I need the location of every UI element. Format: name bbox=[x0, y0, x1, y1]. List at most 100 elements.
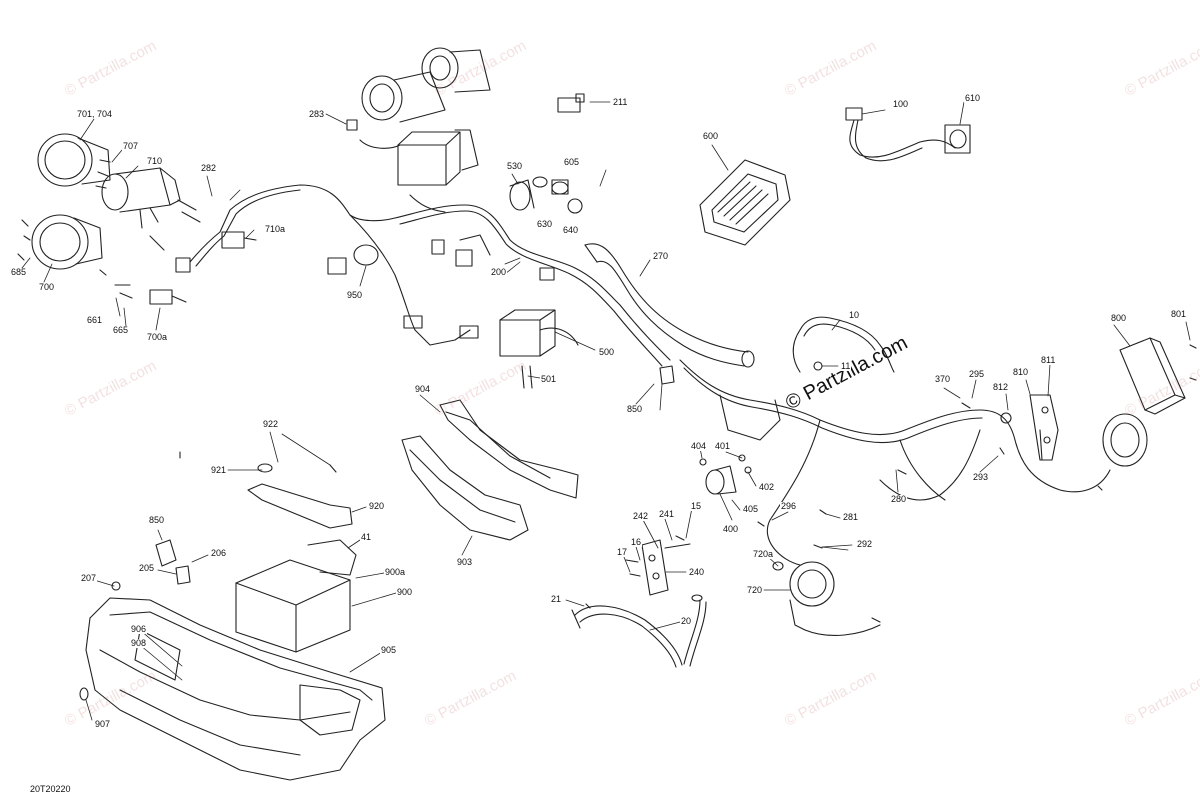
callout-242[interactable]: 242 bbox=[632, 511, 650, 521]
callout-10[interactable]: 10 bbox=[848, 310, 861, 320]
callout-905[interactable]: 905 bbox=[380, 645, 398, 655]
callout-15[interactable]: 15 bbox=[690, 501, 703, 511]
callout-610[interactable]: 610 bbox=[964, 93, 982, 103]
callout-906[interactable]: 906 bbox=[130, 624, 148, 634]
callout-630[interactable]: 630 bbox=[536, 219, 554, 229]
callout-240[interactable]: 240 bbox=[688, 567, 706, 577]
headlight-701-704 bbox=[37, 133, 111, 187]
callout-720a[interactable]: 720a bbox=[752, 549, 775, 559]
callout-293[interactable]: 293 bbox=[972, 472, 990, 482]
callout-665[interactable]: 665 bbox=[112, 325, 130, 335]
callout-707[interactable]: 707 bbox=[122, 141, 140, 151]
callout-701-704[interactable]: 701, 704 bbox=[76, 109, 114, 119]
callout-700a[interactable]: 700a bbox=[146, 332, 169, 342]
misc-fasteners bbox=[179, 344, 1197, 623]
callout-908[interactable]: 908 bbox=[130, 638, 148, 648]
cover-904 bbox=[439, 399, 579, 499]
callout-402[interactable]: 402 bbox=[758, 482, 776, 492]
hose-270 bbox=[584, 243, 755, 368]
part-283 bbox=[346, 119, 358, 131]
callout-500[interactable]: 500 bbox=[598, 347, 616, 357]
callout-211[interactable]: 211 bbox=[612, 97, 629, 107]
callout-801[interactable]: 801 bbox=[1170, 309, 1188, 319]
callout-810[interactable]: 810 bbox=[1012, 367, 1030, 377]
callout-292[interactable]: 292 bbox=[856, 539, 874, 549]
sensors-530-640 bbox=[509, 176, 583, 214]
light-right bbox=[1102, 413, 1148, 467]
main-harness-right bbox=[679, 359, 1111, 566]
bracket-920 bbox=[247, 463, 353, 529]
callout-605[interactable]: 605 bbox=[563, 157, 581, 167]
callout-907[interactable]: 907 bbox=[94, 719, 112, 729]
callout-903[interactable]: 903 bbox=[456, 557, 474, 567]
bracket-500 bbox=[499, 309, 579, 389]
callout-700[interactable]: 700 bbox=[38, 282, 56, 292]
callout-41[interactable]: 41 bbox=[360, 532, 373, 542]
part-850-lower bbox=[155, 539, 191, 585]
callout-404[interactable]: 404 bbox=[690, 441, 708, 451]
callout-710[interactable]: 710 bbox=[146, 156, 164, 166]
callout-501[interactable]: 501 bbox=[540, 374, 558, 384]
callout-200[interactable]: 200 bbox=[490, 267, 508, 277]
callout-921[interactable]: 921 bbox=[210, 465, 228, 475]
bracket-810 bbox=[1029, 394, 1059, 461]
callout-710a[interactable]: 710a bbox=[264, 224, 287, 234]
callout-950[interactable]: 950 bbox=[346, 290, 364, 300]
callout-206[interactable]: 206 bbox=[210, 548, 228, 558]
connector-710a bbox=[175, 231, 257, 273]
callout-850-lower[interactable]: 850 bbox=[148, 515, 166, 525]
callout-20[interactable]: 20 bbox=[680, 616, 693, 626]
callout-922[interactable]: 922 bbox=[262, 419, 280, 429]
callout-21[interactable]: 21 bbox=[550, 594, 563, 604]
callout-400[interactable]: 400 bbox=[722, 524, 740, 534]
callout-270[interactable]: 270 bbox=[652, 251, 670, 261]
callout-405[interactable]: 405 bbox=[742, 504, 760, 514]
cover-903 bbox=[401, 435, 529, 541]
callout-720[interactable]: 720 bbox=[746, 585, 764, 595]
headlight-700 bbox=[31, 214, 103, 270]
callout-207[interactable]: 207 bbox=[80, 573, 98, 583]
callout-282[interactable]: 282 bbox=[200, 163, 218, 173]
callout-281[interactable]: 281 bbox=[842, 512, 860, 522]
callout-640[interactable]: 640 bbox=[562, 225, 580, 235]
callout-811[interactable]: 811 bbox=[1040, 355, 1057, 365]
callout-283[interactable]: 283 bbox=[308, 109, 326, 119]
cable-20 bbox=[571, 594, 707, 668]
module-800 bbox=[1119, 337, 1186, 415]
callout-16[interactable]: 16 bbox=[630, 537, 643, 547]
tray-905 bbox=[79, 581, 386, 781]
diagram-reference-code: 20T20220 bbox=[30, 784, 71, 794]
callout-296[interactable]: 296 bbox=[780, 501, 798, 511]
leader-lines bbox=[21, 101, 1191, 721]
callout-11[interactable]: 11 bbox=[840, 361, 852, 371]
light-720 bbox=[772, 561, 881, 636]
bracket-240 bbox=[625, 535, 691, 596]
callout-850-upper[interactable]: 850 bbox=[626, 404, 644, 414]
relay-400 bbox=[699, 454, 752, 495]
callout-401[interactable]: 401 bbox=[714, 441, 732, 451]
callout-812[interactable]: 812 bbox=[992, 382, 1010, 392]
callout-685[interactable]: 685 bbox=[10, 267, 28, 277]
callout-530[interactable]: 530 bbox=[506, 161, 524, 171]
battery-900 bbox=[235, 539, 357, 653]
callout-900[interactable]: 900 bbox=[396, 587, 414, 597]
callout-920[interactable]: 920 bbox=[368, 501, 386, 511]
small-screws-left bbox=[17, 159, 201, 305]
ecm-600 bbox=[699, 159, 791, 246]
harness-10 bbox=[792, 316, 895, 373]
callout-900a[interactable]: 900a bbox=[384, 567, 407, 577]
callout-904[interactable]: 904 bbox=[414, 384, 432, 394]
callout-100[interactable]: 100 bbox=[892, 99, 910, 109]
callout-205[interactable]: 205 bbox=[138, 563, 156, 573]
callout-661[interactable]: 661 bbox=[86, 315, 104, 325]
callout-295[interactable]: 295 bbox=[968, 369, 986, 379]
callout-800[interactable]: 800 bbox=[1110, 313, 1128, 323]
callout-280[interactable]: 280 bbox=[890, 494, 908, 504]
harness-100-610 bbox=[845, 107, 971, 162]
callout-370[interactable]: 370 bbox=[934, 374, 952, 384]
callout-600[interactable]: 600 bbox=[702, 131, 720, 141]
callout-17[interactable]: 17 bbox=[616, 547, 629, 557]
callout-241[interactable]: 241 bbox=[658, 509, 676, 519]
